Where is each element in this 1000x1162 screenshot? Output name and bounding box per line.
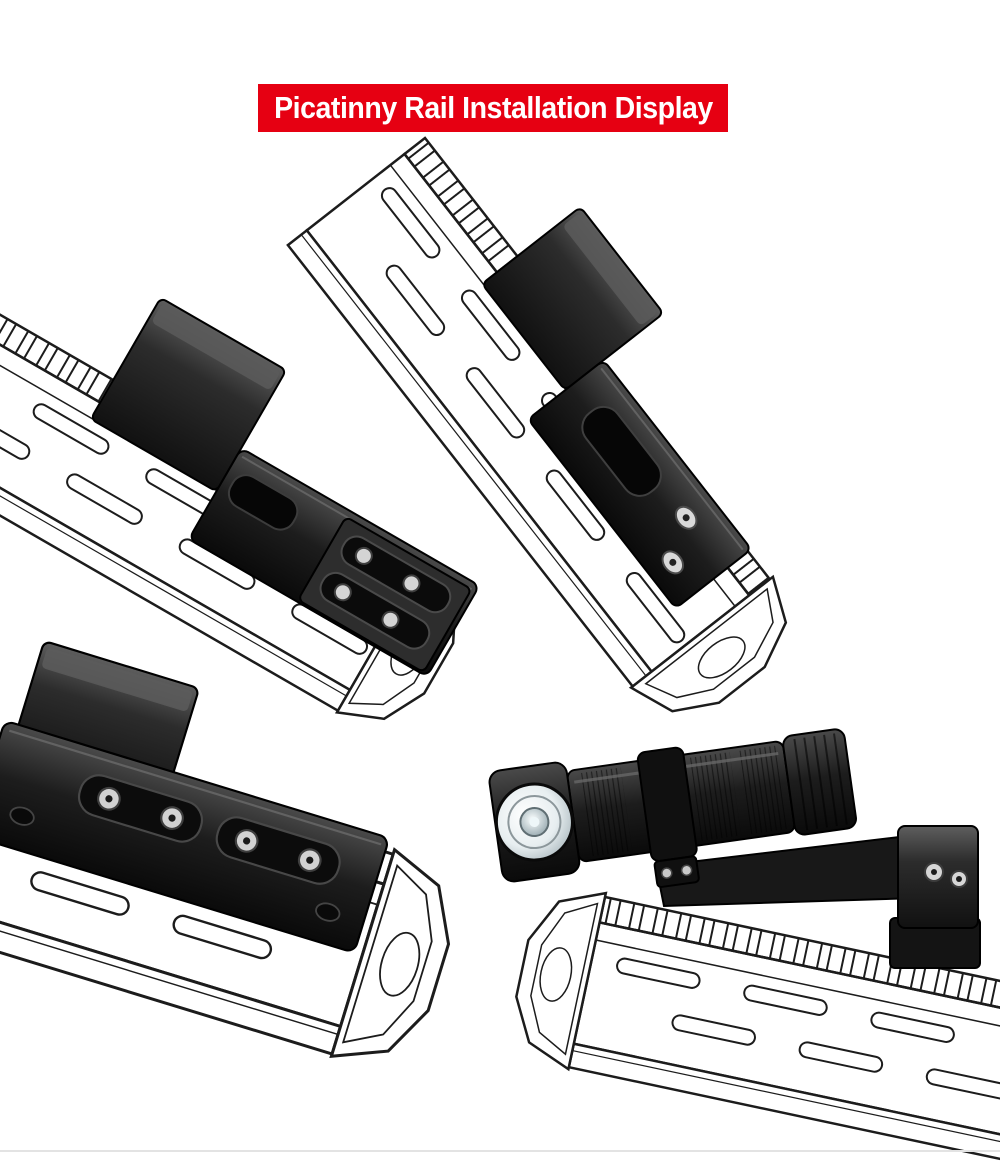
mount-head-highlight [152, 305, 279, 389]
scene-top-right [286, 89, 873, 740]
lug-screw [354, 546, 373, 565]
offset-mount [654, 825, 981, 969]
mount-ring-base [653, 855, 700, 888]
plate-hole [315, 902, 341, 922]
lug-screw [333, 583, 352, 602]
page-title: Picatinny Rail Installation Display [273, 90, 713, 125]
mount-head-highlight [42, 648, 192, 711]
led-die [529, 817, 540, 828]
title-banner: Picatinny Rail Installation Display [258, 84, 728, 132]
knurling-band [739, 745, 787, 834]
ring-screw [661, 867, 673, 879]
scene-bottom-right [488, 728, 1000, 1162]
lens-reflector-ring [507, 795, 562, 850]
mount-head-block [483, 208, 663, 389]
flashlight [488, 728, 857, 888]
ring-screw [680, 864, 693, 877]
rail-mount-top-view [483, 208, 750, 607]
knurling-band [581, 767, 633, 857]
rail-mount-bottom-view [0, 641, 388, 952]
bottom-divider [0, 1150, 1000, 1152]
mount-side-slot [227, 474, 299, 531]
scene-bottom-left [0, 641, 499, 1079]
rail-mount-underside-view [91, 298, 478, 675]
mount-slot [581, 405, 662, 497]
lug-screw [402, 574, 421, 593]
plate-hole [9, 806, 35, 826]
scene-middle-left [0, 198, 530, 746]
knurling-band [689, 752, 742, 841]
mount-head-highlight [564, 214, 656, 325]
lug-screw [381, 610, 400, 629]
